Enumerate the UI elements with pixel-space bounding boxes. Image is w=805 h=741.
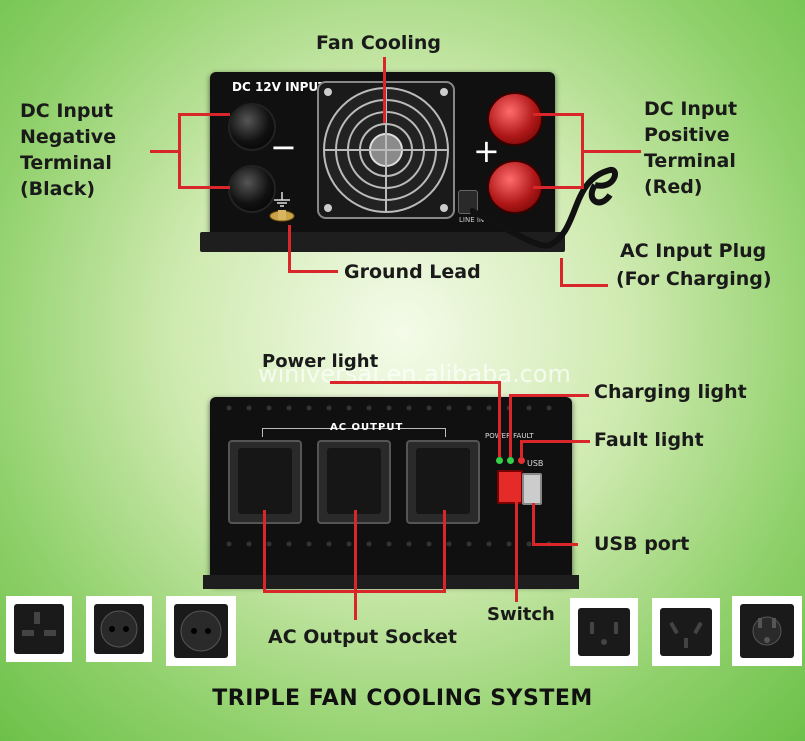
leader-pos-label: [581, 150, 641, 153]
label-dc-neg-line4: (Black): [20, 178, 96, 200]
leader-sockets-h: [263, 590, 446, 593]
leader-socket3-v: [443, 510, 446, 592]
label-ac-plug-line1: AC Input Plug: [620, 240, 767, 262]
ac-output-marking: AC OUTPUT: [330, 422, 404, 433]
negative-terminal-top: [228, 103, 276, 151]
leader-power-light-h: [330, 381, 500, 384]
leader-charging-light-v: [509, 394, 512, 457]
label-usb-port: USB port: [594, 533, 690, 555]
label-dc-pos-line4: (Red): [644, 176, 703, 198]
uk-socket-icon: [14, 604, 64, 654]
ac-output-bracket: [262, 428, 446, 437]
leader-charging-light-h: [509, 394, 589, 397]
label-dc-pos-line3: Terminal: [644, 150, 736, 172]
label-dc-pos-line1: DC Input: [644, 98, 738, 120]
leader-usb-v: [532, 503, 535, 545]
line-in-socket: [458, 190, 478, 214]
socket-thumb-universal: [732, 596, 802, 666]
cooling-fan-grill-icon: [317, 81, 455, 219]
leader-socket2-v: [354, 510, 357, 620]
socket-thumb-eu-2: [166, 596, 236, 666]
socket-thumb-eu-1: [86, 596, 152, 662]
leader-fan: [383, 57, 386, 123]
vent-holes-icon: [226, 405, 552, 547]
minus-sign: −: [270, 128, 297, 166]
leader-fault-light-v: [520, 440, 523, 457]
us-socket-icon: [578, 608, 630, 656]
leader-ground-horizontal: [288, 270, 338, 273]
charging-led: [507, 457, 514, 464]
leader-usb-h: [532, 543, 578, 546]
power-led: [496, 457, 503, 464]
label-switch: Switch: [487, 604, 555, 625]
positive-terminal-top: [487, 92, 543, 146]
socket-thumb-us: [570, 598, 638, 666]
eu-schuko-socket-icon: [174, 604, 228, 658]
leader-pos-bottom: [533, 186, 583, 189]
label-power-light: Power light: [262, 351, 379, 372]
line-in-marking: LINE IN: [459, 216, 485, 224]
label-dc-neg-line3: Terminal: [20, 152, 112, 174]
label-dc-pos-line2: Positive: [644, 124, 730, 146]
fault-led: [518, 457, 525, 464]
power-switch[interactable]: [497, 470, 523, 504]
leader-neg-label: [150, 150, 180, 153]
leader-pos-top: [533, 113, 583, 116]
socket-thumb-au: [652, 598, 720, 666]
label-ac-plug-line2: (For Charging): [616, 268, 772, 290]
dc-input-marking: DC 12V INPUT: [232, 80, 327, 94]
leader-socket1-v: [263, 510, 266, 592]
label-ac-output-socket: AC Output Socket: [268, 626, 457, 648]
leader-switch: [515, 502, 518, 602]
socket-thumb-uk: [6, 596, 72, 662]
leader-power-light-v: [498, 381, 501, 457]
leader-ground-vertical: [288, 225, 291, 273]
label-dc-neg-line2: Negative: [20, 126, 117, 148]
ac-socket-1: [228, 440, 302, 524]
leader-neg-top: [178, 113, 230, 116]
footer-title: TRIPLE FAN COOLING SYSTEM: [212, 686, 593, 711]
ac-input-cord-icon: [470, 167, 618, 249]
ground-lug-icon: [269, 192, 295, 222]
label-ground-lead: Ground Lead: [344, 261, 481, 283]
inverter-ac-mount-base: [203, 575, 579, 589]
label-fan-cooling: Fan Cooling: [316, 32, 442, 54]
label-fault-light: Fault light: [594, 429, 704, 451]
usb-marking: USB: [527, 459, 544, 468]
au-socket-icon: [660, 608, 712, 656]
usb-port[interactable]: [522, 473, 542, 505]
inverter-dc-mount-base: [200, 232, 565, 252]
universal-socket-icon: [740, 604, 794, 658]
leader-plug-vertical: [560, 258, 563, 286]
plus-sign: +: [473, 132, 500, 170]
label-dc-neg-line1: DC Input: [20, 100, 114, 122]
leader-neg-bottom: [178, 186, 230, 189]
leader-plug-horizontal: [560, 284, 608, 287]
leader-fault-light-h: [520, 440, 590, 443]
negative-terminal-bottom: [228, 165, 276, 213]
eu-socket-icon: [94, 604, 144, 654]
label-charging-light: Charging light: [594, 381, 747, 403]
